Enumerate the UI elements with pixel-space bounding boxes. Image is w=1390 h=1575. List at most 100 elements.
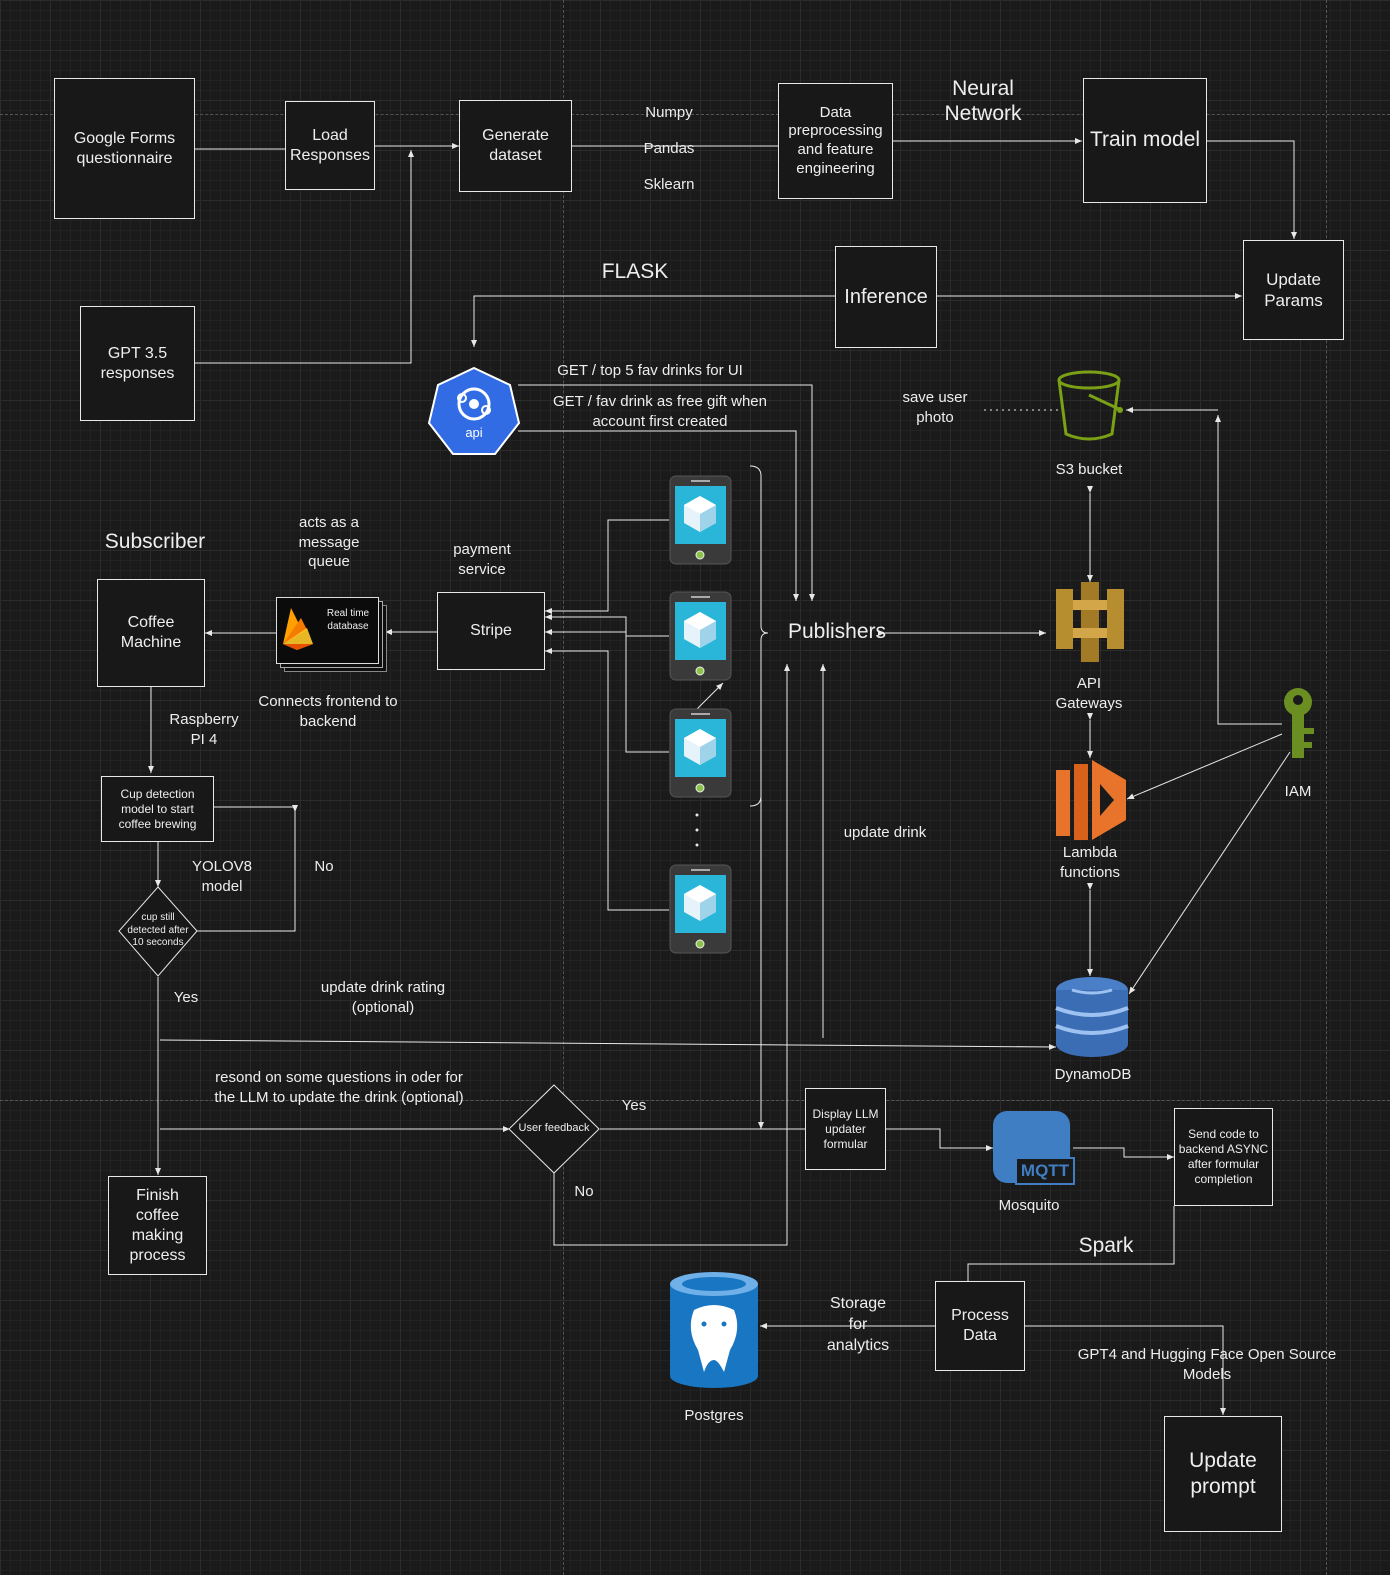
firebase-label: Real time database <box>326 608 370 632</box>
user-feedback-decision[interactable] <box>508 1084 600 1174</box>
phone-icon[interactable] <box>669 864 732 954</box>
node-label: Update prompt <box>1189 1448 1257 1498</box>
node-label: Finish coffee making process <box>129 1186 186 1264</box>
node-label: Load Responses <box>289 126 371 164</box>
node-label: Inference <box>844 285 928 308</box>
edge <box>518 384 815 601</box>
edge <box>967 1206 1175 1281</box>
s3-label: S3 bucket <box>1055 461 1123 478</box>
edge <box>545 629 669 753</box>
node-label: Process Data <box>951 1307 1009 1344</box>
update-prompt-node[interactable]: Update prompt <box>1164 1416 1282 1532</box>
update-rating-label: update drink rating (optional) <box>320 979 446 1016</box>
edge <box>196 806 296 932</box>
edge <box>195 150 414 364</box>
edge <box>885 1128 993 1151</box>
resond-label: resond on some questions in oder for the… <box>214 1069 464 1106</box>
storage-label: Storage for analytics <box>826 1295 890 1354</box>
edge <box>545 614 669 637</box>
user-feedback-label: User feedback <box>518 1122 590 1134</box>
lane-divider <box>1326 0 1327 1575</box>
finish-coffee-node[interactable]: Finish coffee making process <box>108 1176 207 1275</box>
generate-dataset-node[interactable]: Generate dataset <box>459 100 572 192</box>
mosquito-label: Mosquito <box>998 1197 1060 1214</box>
raspberry-label: Raspberry PI 4 <box>169 711 239 748</box>
edge <box>159 1039 1057 1050</box>
api-text: api <box>465 425 483 440</box>
yes-label: Yes <box>621 1097 647 1114</box>
node-label: Generate dataset <box>482 127 549 164</box>
edge <box>1126 733 1283 800</box>
stripe-node[interactable]: Stripe <box>437 592 545 670</box>
inference-node[interactable]: Inference <box>835 246 937 348</box>
node-label: Google Forms questionnaire <box>73 129 176 167</box>
lambda-label: Lambda functions <box>1059 844 1121 881</box>
iam-label: IAM <box>1284 783 1312 800</box>
no-label: No <box>314 858 334 875</box>
gpt4-label: GPT4 and Hugging Face Open Source Models <box>1077 1346 1337 1383</box>
edge <box>1207 140 1297 239</box>
lane-divider <box>563 0 564 1575</box>
node-label: Data preprocessing and feature engineeri… <box>788 103 883 177</box>
google-forms-node[interactable]: Google Forms questionnaire <box>54 78 195 219</box>
edge <box>1128 751 1291 995</box>
edge <box>545 648 669 911</box>
data-preprocessing-node[interactable]: Data preprocessing and feature engineeri… <box>778 83 893 199</box>
no-label: No <box>574 1183 594 1200</box>
node-label: Cup detection model to start coffee brew… <box>118 786 197 831</box>
edge <box>1073 1147 1174 1160</box>
message-queue-label: acts as a message queue <box>298 514 360 570</box>
update-params-node[interactable]: Update Params <box>1243 240 1344 340</box>
update-drink-label: update drink <box>843 824 927 841</box>
mqtt-text: MQTT <box>1020 1161 1070 1180</box>
get-fav-label: GET / fav drink as free gift when accoun… <box>553 393 767 430</box>
train-model-node[interactable]: Train model <box>1083 78 1207 203</box>
edge <box>1215 415 1282 725</box>
lane-divider <box>0 1100 1390 1101</box>
node-label: Coffee Machine <box>120 614 182 651</box>
process-data-node[interactable]: Process Data <box>935 1281 1025 1371</box>
yes-label: Yes <box>173 989 199 1006</box>
edge <box>471 295 835 347</box>
phone-icon[interactable] <box>669 708 732 798</box>
coffee-machine-node[interactable]: Coffee Machine <box>97 579 205 687</box>
yolo-label: YOLOV8 model <box>191 858 253 895</box>
save-photo-label: save user photo <box>902 389 968 426</box>
edge <box>1025 1325 1226 1415</box>
firebase-node[interactable]: Real time database <box>276 597 379 664</box>
display-llm-node[interactable]: Display LLM updater formular <box>805 1088 886 1170</box>
node-label: Display LLM updater formular <box>812 1106 879 1151</box>
node-label: GPT 3.5 responses <box>100 344 175 382</box>
send-code-node[interactable]: Send code to backend ASYNC after formula… <box>1174 1108 1273 1206</box>
spark-label: Spark <box>1078 1234 1134 1257</box>
phone-icon[interactable] <box>669 591 732 681</box>
connects-label: Connects frontend to backend <box>258 693 398 730</box>
postgres-label: Postgres <box>684 1407 744 1424</box>
node-label: Train model <box>1089 128 1201 152</box>
node-label: Send code to backend ASYNC after formula… <box>1178 1127 1269 1186</box>
payment-service-label: payment service <box>453 541 511 578</box>
flask-label: FLASK <box>601 260 669 283</box>
load-responses-node[interactable]: Load Responses <box>285 101 375 190</box>
edge <box>518 430 799 601</box>
sklearn-label: Sklearn <box>643 176 695 193</box>
firebase-icon <box>283 608 313 650</box>
gpt35-responses-node[interactable]: GPT 3.5 responses <box>80 306 195 421</box>
phone-icon[interactable] <box>669 475 732 565</box>
cup-still-decision[interactable] <box>118 886 198 977</box>
cup-detection-node[interactable]: Cup detection model to start coffee brew… <box>101 776 214 842</box>
neural-network-label: Neural Network <box>944 77 1022 126</box>
numpy-label: Numpy <box>645 104 693 121</box>
